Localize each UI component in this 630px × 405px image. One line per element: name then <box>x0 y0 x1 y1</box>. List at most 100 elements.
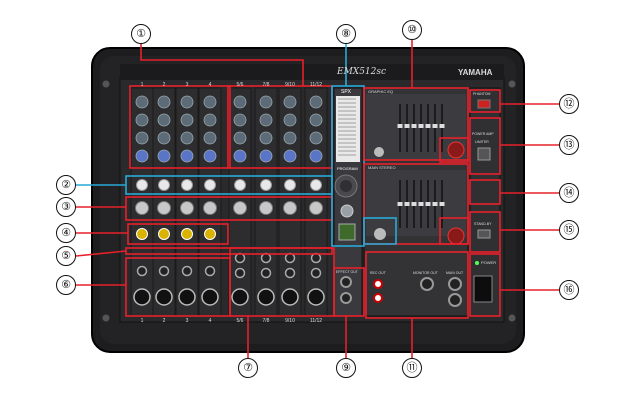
eq-fader-cap <box>425 124 431 128</box>
eq-knob <box>259 95 273 109</box>
limiter-switch <box>477 147 491 161</box>
highlight-frame <box>129 85 231 169</box>
callout-2: ② <box>56 175 76 195</box>
xlr-jack <box>178 288 196 306</box>
monitor-out-jack <box>420 277 434 291</box>
level-knob <box>157 201 171 215</box>
effects-program-dial-center <box>340 180 352 192</box>
power-label: POWER <box>481 260 497 265</box>
channel-label-bottom: 3 <box>185 318 189 324</box>
highlight-frame <box>469 179 501 205</box>
eq-fader-cap <box>411 202 417 206</box>
channel-label-top: 11/12 <box>309 82 323 88</box>
effects-program-list <box>336 96 360 162</box>
eq-faders <box>397 104 445 228</box>
highlight-frame <box>365 251 469 319</box>
channel-label-bottom: 11/12 <box>309 318 323 324</box>
level-knob <box>135 201 149 215</box>
eq-fader-cap <box>425 202 431 206</box>
eq-fader-cap <box>411 124 417 128</box>
aux-knob <box>234 179 246 191</box>
xlr-jack <box>231 288 249 306</box>
monitor-knob <box>374 228 386 240</box>
power-amp-label: POWER AMP <box>472 132 494 136</box>
channel-label-top: 1 <box>140 82 144 88</box>
eq-fader-cap <box>418 202 424 206</box>
level-knob <box>203 201 217 215</box>
callout-16: ⑯ <box>559 280 579 300</box>
effect-out-label: EFFECT OUT <box>336 270 358 274</box>
highlight-frame <box>439 217 469 245</box>
level-knob <box>259 201 273 215</box>
eq-knob <box>309 149 323 163</box>
eq-knob <box>259 131 273 145</box>
line-jack <box>234 267 246 279</box>
eq-fader-cap <box>397 124 403 128</box>
eq-knob <box>180 131 194 145</box>
gain-knob <box>158 228 170 240</box>
callout-6: ⑥ <box>56 275 76 295</box>
eq-knob <box>309 131 323 145</box>
line-jack <box>284 252 296 264</box>
eq-knob <box>259 113 273 127</box>
aux-knob <box>181 179 193 191</box>
rec-out-label: REC OUT <box>370 271 386 275</box>
xlr-jack <box>257 288 275 306</box>
xlr-jack <box>201 288 219 306</box>
eq-knob <box>157 95 171 109</box>
eq-knob <box>203 113 217 127</box>
eq-knob <box>157 113 171 127</box>
effects-program-label: PROGRAM <box>337 166 358 171</box>
leader-line <box>140 44 304 86</box>
gain-knob <box>136 228 148 240</box>
xlr-jack <box>155 288 173 306</box>
eq-knob <box>203 95 217 109</box>
eq-knob <box>180 95 194 109</box>
highlight-frame <box>363 163 469 245</box>
screw-right-bottom <box>508 314 516 322</box>
aux-knob <box>136 179 148 191</box>
callout-5: ⑤ <box>56 246 76 266</box>
main-volume-knob <box>447 227 465 245</box>
channel-label-top: 5/6 <box>236 82 244 88</box>
eq-knob <box>135 131 149 145</box>
gain-knob <box>204 228 216 240</box>
channel-label-top: 7/8 <box>262 82 270 88</box>
line-jack <box>181 265 193 277</box>
level-knob <box>233 201 247 215</box>
eq-knob <box>283 113 297 127</box>
highlight-frame <box>469 89 501 113</box>
callout-10: ⑩ <box>402 20 422 40</box>
callout-8: ⑧ <box>336 24 356 44</box>
channel-label-bottom: 9/10 <box>285 318 295 324</box>
eq-fader-cap <box>432 202 438 206</box>
line-jack <box>136 265 148 277</box>
main-stereo-label: MAIN STEREO <box>368 165 396 170</box>
highlight-frame <box>333 267 365 317</box>
line-jack <box>284 267 296 279</box>
eq-knob <box>283 131 297 145</box>
highlight-frame <box>363 87 469 161</box>
program-list-lines <box>338 98 356 156</box>
callout-4: ④ <box>56 223 76 243</box>
eq-knob <box>283 95 297 109</box>
eq-knob <box>135 149 149 163</box>
eq-knob <box>233 131 247 145</box>
callout-11: ⑪ <box>402 358 422 378</box>
eq-knob <box>203 131 217 145</box>
model-badge: EMX512sc <box>337 67 387 77</box>
highlight-frame <box>439 137 469 163</box>
line-jack <box>310 252 322 264</box>
highlight-frame <box>469 253 501 317</box>
phantom-switch <box>477 99 491 109</box>
callout-15: ⑮ <box>559 220 579 240</box>
aux-knob <box>204 179 216 191</box>
eq-fader-cap <box>439 202 445 206</box>
callout-3: ③ <box>56 197 76 217</box>
callout-13: ⑬ <box>559 135 579 155</box>
eq-fader-cap <box>397 202 403 206</box>
leader-lines <box>75 40 559 358</box>
standby-label: STAND-BY <box>474 222 492 226</box>
effect-out-jack-1 <box>340 276 352 288</box>
